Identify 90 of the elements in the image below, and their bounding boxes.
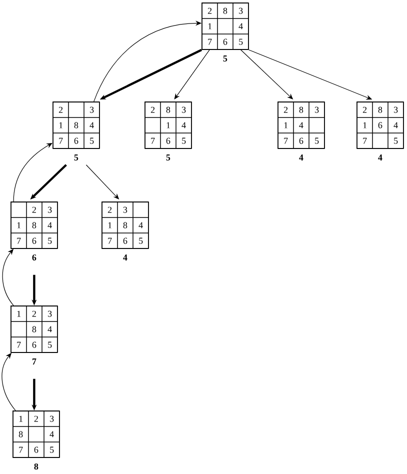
empty-cell [10,202,27,218]
tile-cell: 1 [202,18,218,34]
tile-cell: 2 [26,202,42,218]
tile-cell: 6 [28,442,44,458]
score-label: 5 [166,154,170,160]
tile-cell: 7 [52,132,69,149]
tile-cell: 5 [44,442,60,458]
tile-cell: 2 [26,306,42,322]
tile-cell: 2 [144,102,161,118]
score-label: 5 [74,154,78,160]
tile-cell: 3 [176,102,192,118]
score-label: 4 [378,154,382,160]
tile-cell: 2 [356,102,373,118]
score-label: 6 [32,254,36,261]
tile-cell: 8 [12,426,29,442]
empty-cell [308,117,325,134]
tile-cell: 6 [68,132,84,149]
score-label: 4 [123,254,128,260]
empty-cell [132,202,149,218]
tile-cell: 5 [176,132,192,149]
tile-cell: 5 [232,34,249,50]
tile-cell: 5 [388,132,404,149]
empty-cell [217,18,234,34]
tile-cell: 4 [132,217,149,234]
tile-cell: 6 [217,34,234,50]
empty-cell [10,321,27,338]
empty-cell [144,117,161,134]
tile-cell: 7 [10,232,27,249]
tile-cell: 6 [117,232,134,249]
tile-cell: 7 [10,336,27,353]
empty-cell [372,132,388,149]
tile-cell: 3 [117,202,134,218]
tile-cell: 4 [388,117,404,134]
tile-cell: 4 [42,321,58,338]
tile-cell: 3 [42,202,58,218]
tile-cell: 8 [217,2,234,19]
tile-cell: 4 [293,117,310,134]
tile-cell: 4 [44,426,60,442]
tile-cell: 6 [160,132,176,149]
tile-cell: 5 [42,336,58,353]
score-label: 7 [32,358,36,364]
score-label: 4 [299,154,304,160]
tile-cell: 1 [356,117,373,134]
tile-cell: 5 [42,232,58,249]
tile-cell: 7 [202,34,218,50]
tile-cell: 3 [388,102,404,118]
score-label: 8 [34,463,38,470]
tile-cell: 3 [44,410,60,427]
tile-cell: 4 [42,217,58,234]
tile-cell: 6 [26,232,42,249]
tile-cell: 1 [52,117,69,134]
tile-cell: 7 [12,442,29,458]
tile-cell: 6 [372,117,388,134]
tile-cell: 8 [293,102,310,118]
tile-cell: 6 [293,132,310,149]
tile-cell: 5 [84,132,100,149]
tile-cell: 7 [356,132,373,149]
tile-cell: 6 [26,336,42,353]
tile-cell: 7 [102,232,118,249]
tile-cell: 8 [372,102,388,118]
tile-cell: 3 [84,102,100,118]
tile-cell: 2 [52,102,69,118]
tile-cell: 2 [278,102,294,118]
tile-cell: 1 [278,117,294,134]
tile-cell: 4 [84,117,100,134]
tile-cell: 4 [232,18,249,34]
empty-cell [68,102,84,118]
tile-cell: 2 [102,202,118,218]
tile-cell: 1 [10,306,27,322]
tile-cell: 7 [278,132,294,149]
tile-cell: 3 [308,102,325,118]
empty-cell [28,426,44,442]
tile-cell: 7 [144,132,161,149]
tile-cell: 5 [132,232,149,249]
tile-cell: 4 [176,117,192,134]
tile-cell: 8 [68,117,84,134]
tile-cell: 1 [160,117,176,134]
tile-cell: 8 [26,321,42,338]
tile-cell: 8 [117,217,134,234]
tile-cell: 3 [232,2,249,19]
tile-cell: 1 [12,410,29,427]
tile-cell: 8 [26,217,42,234]
tile-cell: 5 [308,132,325,149]
tile-cell: 1 [10,217,27,234]
score-label: 5 [223,56,228,62]
tile-cell: 2 [28,410,44,427]
tile-cell: 2 [202,2,218,19]
tile-cell: 3 [42,306,58,322]
tile-cell: 1 [102,217,118,234]
tile-cell: 8 [160,102,176,118]
